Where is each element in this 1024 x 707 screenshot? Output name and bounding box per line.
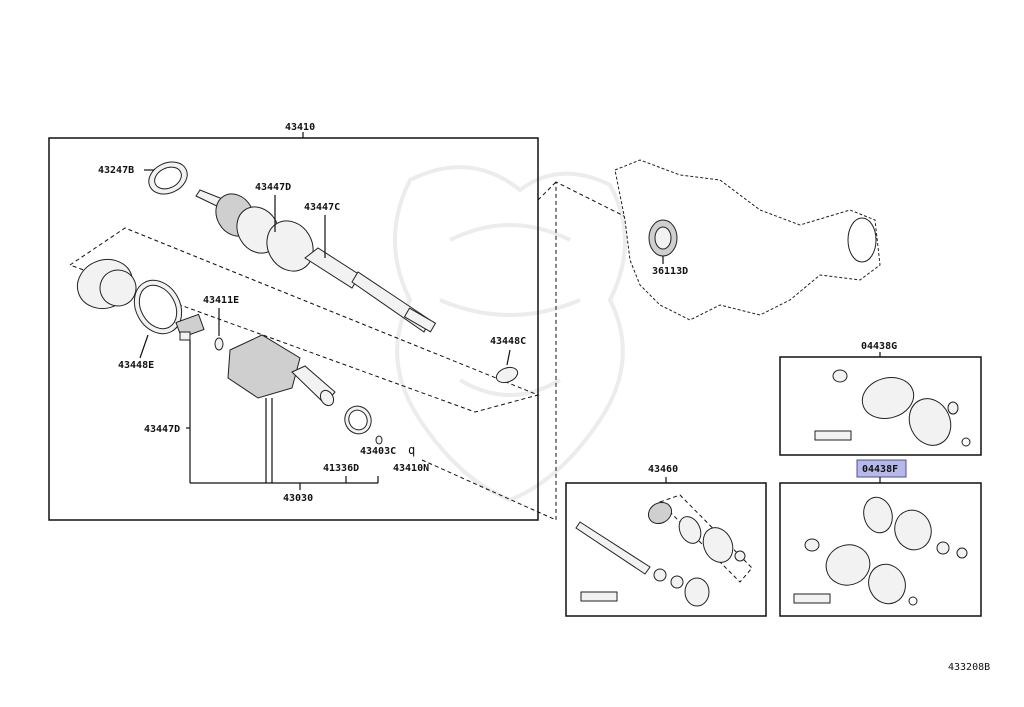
label-43030[interactable]: 43030 [283, 493, 313, 504]
kit-outline-43460 [659, 494, 753, 583]
label-43447D-left[interactable]: 43447D [144, 424, 180, 435]
leader-43448C [506, 349, 511, 366]
label-43410N[interactable]: 43410N [393, 463, 429, 474]
ring-41336D[interactable] [340, 402, 375, 438]
diagram-id: 433208B [948, 662, 990, 673]
label-41336D[interactable]: 41336D [323, 463, 359, 474]
boot-kit-outline [68, 227, 540, 413]
link-to-43460 [421, 181, 633, 521]
leader-43448E [139, 334, 149, 359]
kit-parts-04438G[interactable] [814, 369, 971, 452]
assembly-box-43410 [48, 137, 539, 521]
label-43410[interactable]: 43410 [285, 122, 315, 133]
drive-shaft-upper[interactable] [195, 187, 437, 333]
bracket-43030 [189, 340, 379, 490]
glyph-43410N-clip[interactable]: q [408, 443, 415, 457]
label-43403C[interactable]: 43403C [360, 446, 396, 457]
clamp-43448C[interactable] [494, 365, 519, 386]
highlight-04438F [856, 459, 907, 478]
shaft-parts-43460[interactable] [575, 498, 746, 607]
clip-43403C[interactable] [375, 435, 383, 445]
label-43411E[interactable]: 43411E [203, 295, 239, 306]
snap-ring-43411E[interactable] [214, 337, 224, 351]
label-04438G[interactable]: 04438G [861, 341, 897, 352]
label-43247B[interactable]: 43247B [98, 165, 134, 176]
watermark-logo [393, 165, 627, 503]
inboard-joint-43030[interactable] [227, 334, 336, 408]
label-43447C[interactable]: 43447C [304, 202, 340, 213]
tripod-joint[interactable] [175, 313, 205, 341]
label-36113D[interactable]: 36113D [652, 266, 688, 277]
differential-housing[interactable] [614, 159, 881, 321]
label-43448E[interactable]: 43448E [118, 360, 154, 371]
boot-43448E[interactable] [70, 252, 191, 342]
link-to-differential [537, 181, 557, 201]
label-43447D-top[interactable]: 43447D [255, 182, 291, 193]
label-04438F[interactable]: 04438F [862, 464, 898, 475]
dust-seal-43247B[interactable] [144, 156, 193, 200]
label-43448C[interactable]: 43448C [490, 336, 526, 347]
kit-parts-04438F[interactable] [793, 494, 968, 610]
label-43460[interactable]: 43460 [648, 464, 678, 475]
